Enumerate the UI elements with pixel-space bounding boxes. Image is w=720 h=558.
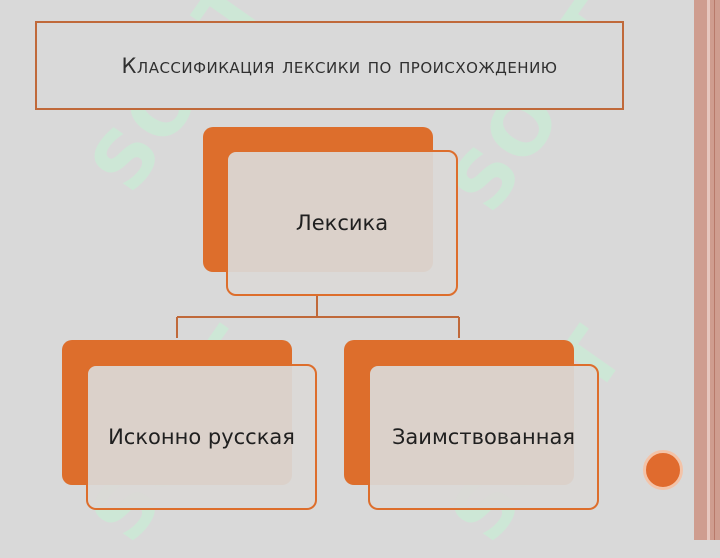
child-node-left: Исконно русская xyxy=(86,364,317,510)
root-node-label: Лексика xyxy=(295,211,389,235)
slide-title: Классификация лексики по происхождению xyxy=(121,53,558,78)
next-slide-button[interactable] xyxy=(643,450,683,490)
root-node: Лексика xyxy=(226,150,458,296)
child-node-left-label: Исконно русская xyxy=(108,425,295,449)
slide-right-border-line xyxy=(714,0,715,540)
child-node-right: Заимствованная xyxy=(368,364,599,510)
slide-title-box: Классификация лексики по происхождению xyxy=(35,21,624,110)
slide-right-border-stripe xyxy=(707,0,710,540)
child-node-right-label: Заимствованная xyxy=(391,425,576,449)
